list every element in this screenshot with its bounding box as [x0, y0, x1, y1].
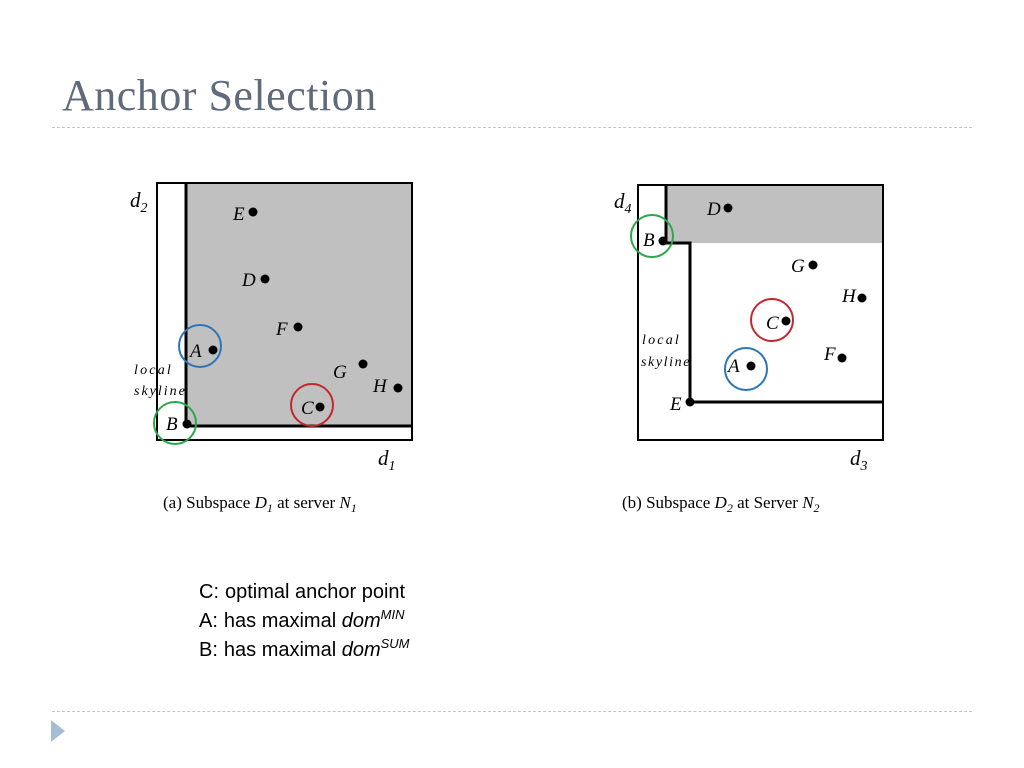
legend-sup: MIN: [380, 607, 405, 622]
right-point-g-label: G: [791, 256, 805, 277]
left-point-h-label: H: [372, 376, 388, 397]
right-dominated-region: [666, 185, 883, 243]
left-skyline-label-2: skyline: [134, 384, 187, 399]
left-axis-x-label: d1: [378, 446, 396, 474]
right-point-b: [658, 236, 668, 246]
right-point-a-label: A: [726, 356, 740, 377]
left-point-h: [393, 383, 403, 393]
left-point-a-label: A: [188, 341, 202, 362]
left-point-c-label: C: [301, 398, 314, 419]
left-point-g-label: G: [333, 362, 347, 383]
legend-key: B:: [199, 639, 218, 661]
right-point-f-label: F: [823, 344, 836, 365]
left-dominated-region: [186, 183, 412, 426]
legend-sup: SUM: [380, 636, 410, 651]
slide-title: Anchor Selection: [62, 71, 377, 120]
right-axis-y-label: d4: [614, 189, 632, 217]
right-skyline-label-2: skyline: [641, 355, 691, 370]
right-frame: [637, 184, 884, 441]
right-panel: d4 d3 local skyline D B G H C F A E (b) …: [614, 184, 884, 515]
right-axis-x-label: d3: [850, 446, 868, 474]
legend-term: dom: [341, 610, 381, 632]
legend-text: has maximal: [223, 639, 342, 661]
left-point-f-label: F: [275, 319, 288, 340]
left-point-d-label: D: [241, 270, 256, 291]
left-point-g: [358, 359, 368, 369]
legend-row-a: A:has maximal domMIN: [199, 607, 410, 636]
right-point-c: [781, 316, 791, 326]
legend-key: A:: [199, 610, 218, 632]
right-caption: (b) Subspace D2 at Server N2: [622, 493, 820, 515]
right-skyline-label-1: local: [642, 333, 681, 348]
legend-key: C:: [199, 581, 219, 603]
right-circle-b-green: [630, 214, 674, 258]
right-point-e-label: E: [669, 394, 682, 415]
right-circle-c-red: [750, 298, 794, 342]
left-point-e: [248, 207, 258, 217]
footer-divider: [52, 711, 972, 712]
right-circle-a-blue: [724, 347, 768, 391]
legend-text: optimal anchor point: [225, 581, 406, 603]
right-point-e: [685, 397, 695, 407]
right-point-c-label: C: [766, 313, 779, 334]
left-point-f: [293, 322, 303, 332]
right-skyline-line: [664, 185, 883, 404]
right-point-g: [808, 260, 818, 270]
left-axis-y-label: d2: [130, 188, 148, 216]
legend-row-b: B:has maximal domSUM: [199, 636, 410, 665]
triangle-bullet-icon: [51, 720, 65, 742]
legend-term: dom: [341, 639, 381, 661]
left-point-c: [315, 402, 325, 412]
left-circle-b-green: [153, 401, 197, 445]
right-point-b-label: B: [643, 230, 655, 251]
legend: C: optimal anchor point A:has maximal dom…: [199, 578, 410, 665]
left-point-e-label: E: [232, 204, 245, 225]
right-point-h: [857, 293, 867, 303]
right-point-d-label: D: [706, 199, 721, 220]
left-point-a: [208, 345, 218, 355]
left-panel: d2 d1 local skyline E D F A G H C B (a) …: [130, 182, 413, 515]
legend-text: has maximal: [223, 610, 342, 632]
left-point-b: [182, 419, 192, 429]
left-circle-a-blue: [178, 324, 222, 368]
legend-row-c: C: optimal anchor point: [199, 578, 410, 607]
right-point-d: [723, 203, 733, 213]
right-point-f: [837, 353, 847, 363]
title-divider: [52, 127, 972, 128]
left-point-b-label: B: [166, 414, 178, 435]
left-caption: (a) Subspace D1 at server N1: [163, 493, 357, 515]
right-point-a: [746, 361, 756, 371]
right-point-h-label: H: [841, 286, 857, 307]
left-skyline-label-1: local: [134, 363, 173, 378]
left-frame: [156, 182, 413, 441]
left-point-d: [260, 274, 270, 284]
left-circle-c-red: [290, 383, 334, 427]
